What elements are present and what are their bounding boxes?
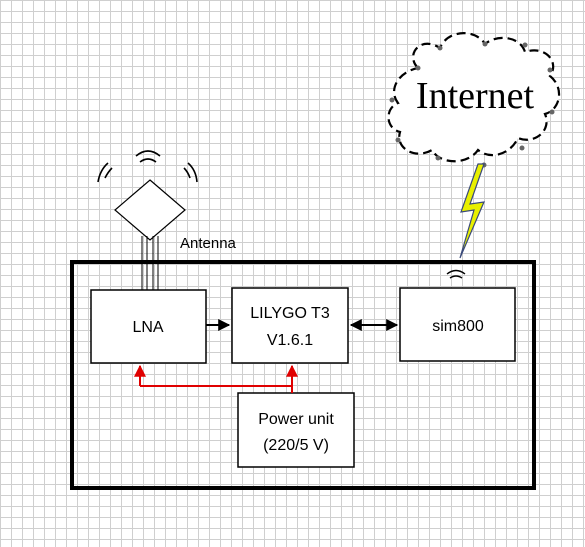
device-enclosure bbox=[70, 260, 536, 490]
sim800-signal-icon bbox=[446, 269, 466, 279]
cloud-label: Internet bbox=[416, 75, 535, 117]
lna-label: LNA bbox=[132, 319, 163, 336]
power-unit-block: Power unit (220/5 V) bbox=[237, 392, 355, 468]
antenna-icon bbox=[114, 179, 186, 290]
internet-cloud: Internet bbox=[387, 32, 561, 168]
lilygo-label-line2: V1.6.1 bbox=[267, 332, 313, 349]
lilygo-block: LILYGO T3 V1.6.1 bbox=[231, 287, 349, 364]
power-distribution bbox=[134, 364, 298, 393]
cloud-icon bbox=[387, 32, 561, 163]
sim800-block: sim800 bbox=[399, 287, 516, 362]
sim800-label: sim800 bbox=[432, 318, 484, 335]
lna-block: LNA bbox=[90, 289, 207, 364]
antenna-signal-icon bbox=[97, 150, 198, 183]
lilygo-label-line1: LILYGO T3 bbox=[250, 305, 330, 322]
lightning-icon bbox=[459, 163, 485, 259]
power-unit-label-line2: (220/5 V) bbox=[263, 437, 329, 454]
power-unit-label-line1: Power unit bbox=[258, 411, 334, 428]
antenna-label: Antenna bbox=[180, 235, 237, 252]
